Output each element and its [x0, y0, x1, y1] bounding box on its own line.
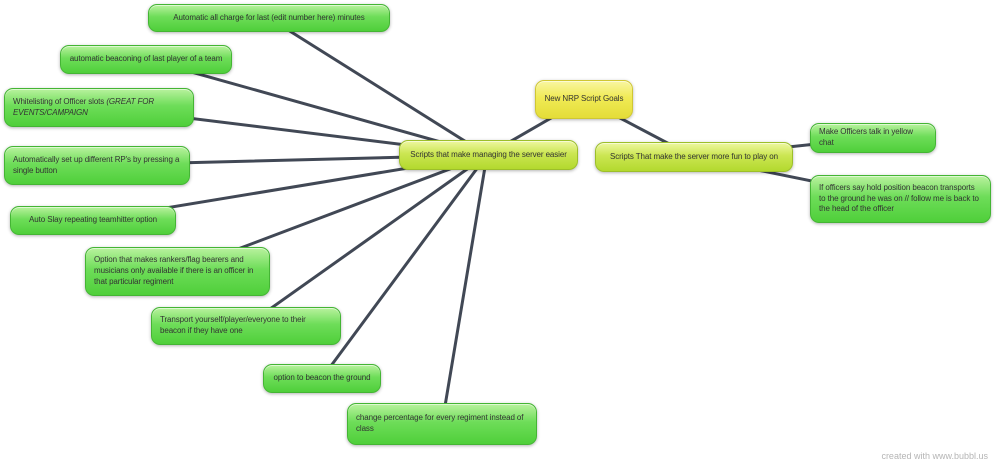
node-leaf-automatic-beaconing[interactable]: automatic beaconing of last player of a …: [60, 45, 232, 74]
node-leaf-whitelisting-officer-slots[interactable]: Whitelisting of Officer slots (GREAT FOR…: [4, 88, 194, 127]
bubbl-watermark: created with www.bubbl.us: [881, 451, 988, 461]
node-label: New NRP Script Goals: [544, 94, 624, 104]
node-label: Automatic all charge for last (edit numb…: [173, 12, 365, 22]
node-leaf-transport-to-beacon[interactable]: Transport yourself/player/everyone to th…: [151, 307, 341, 345]
node-label: option to beacon the ground: [273, 373, 371, 383]
node-label: Scripts that make managing the server ea…: [410, 149, 567, 159]
node-leaf-auto-setup-rps[interactable]: Automatically set up different RP's by p…: [4, 146, 190, 185]
edge-manage-leaf-7: [244, 153, 489, 328]
node-hub-managing-server-easier[interactable]: Scripts that make managing the server ea…: [399, 140, 578, 170]
node-root-new-nrp-script-goals[interactable]: New NRP Script Goals: [535, 80, 633, 119]
edge-manage-leaf-8: [320, 153, 489, 380]
node-leaf-beacon-the-ground[interactable]: option to beacon the ground: [263, 364, 381, 393]
node-hub-server-more-fun[interactable]: Scripts That make the server more fun to…: [595, 142, 793, 172]
node-leaf-hold-position-beacon[interactable]: If officers say hold position beacon tra…: [810, 175, 991, 223]
node-leaf-rankers-require-officer[interactable]: Option that makes rankers/flag bearers a…: [85, 247, 270, 296]
edge-manage-leaf-2: [143, 57, 489, 157]
node-label: Auto Slay repeating teamhitter option: [29, 215, 157, 225]
node-leaf-auto-slay-teamhitter[interactable]: Auto Slay repeating teamhitter option: [10, 206, 176, 235]
node-label: change percentage for every regiment ins…: [356, 413, 524, 433]
node-label-italic: (GREAT FOR EVENTS/CAMPAIGN: [13, 96, 155, 117]
node-label: Option that makes rankers/flag bearers a…: [94, 255, 254, 286]
node-label: Automatically set up different RP's by p…: [13, 154, 180, 175]
node-label: Scripts That make the server more fun to…: [609, 151, 779, 161]
node-leaf-officers-yellow-chat[interactable]: Make Officers talk in yellow chat: [810, 123, 936, 153]
node-label: If officers say hold position beacon tra…: [819, 182, 979, 214]
edge-manage-leaf-1: [267, 16, 489, 157]
node-label: Whitelisting of Officer slots (GREAT FOR…: [13, 96, 155, 117]
edge-manage-leaf-9: [440, 153, 489, 426]
node-leaf-change-percentage-per-regiment[interactable]: change percentage for every regiment ins…: [347, 403, 537, 445]
node-label: Make Officers talk in yellow chat: [819, 127, 913, 147]
node-leaf-automatic-all-charge[interactable]: Automatic all charge for last (edit numb…: [148, 4, 390, 32]
node-label: automatic beaconing of last player of a …: [69, 54, 223, 64]
node-label: Transport yourself/player/everyone to th…: [160, 315, 306, 335]
